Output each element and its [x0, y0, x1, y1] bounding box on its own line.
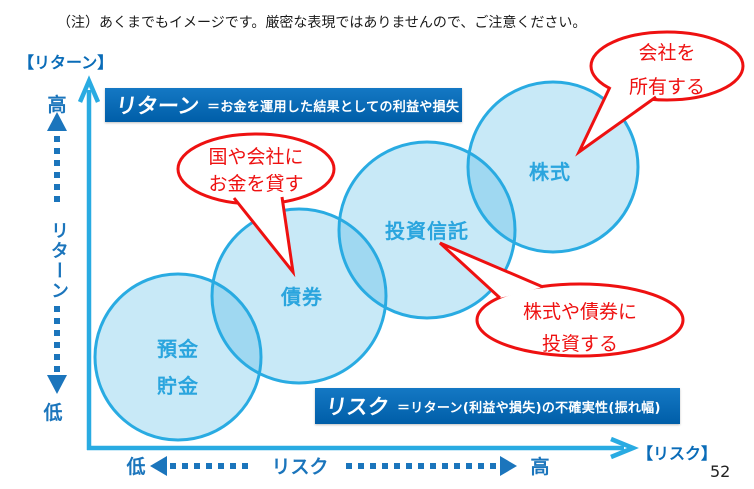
callout-fund-line2: 投資する [541, 333, 618, 355]
product-label-stock: 株式 [529, 160, 571, 184]
product-label-deposit: 預金 貯金 [128, 331, 228, 405]
x-axis-high-label: 高 [530, 456, 550, 478]
callout-fund-balloon [475, 282, 685, 358]
callout-balloons [176, 30, 745, 358]
callout-stock-tail [575, 86, 657, 157]
risk-definition-box: リスク ＝リターン(利益や損失)の不確実性(振れ幅) [315, 388, 680, 424]
down-arrow-icon [47, 375, 67, 394]
callout-bond-line2: お金を貸す [208, 173, 304, 195]
return-definition-box: リターン ＝お金を運用した結果としての利益や損失 [105, 88, 462, 122]
up-arrow-icon [47, 112, 67, 131]
x-axis-title: 【リスク】 [637, 444, 718, 463]
y-axis-word: リターン [48, 220, 69, 301]
callout-stock-text: 会社を 所有する [594, 36, 740, 104]
risk-term: リスク [324, 395, 391, 419]
dotted-arrows [47, 112, 517, 476]
product-label-deposit-line1: 預金 [157, 337, 199, 361]
callout-bond-tail [232, 196, 296, 278]
callout-stock-line1: 会社を [638, 42, 696, 64]
callout-stock-balloon [589, 30, 745, 102]
callout-bond-line1: 国や会社に [208, 146, 304, 168]
x-axis-arrowhead-icon [610, 436, 639, 460]
return-term: リターン [114, 94, 201, 118]
left-arrow-icon [150, 456, 167, 476]
x-axis-low-label: 低 [126, 456, 146, 478]
disclaimer-note: （注）あくまでもイメージです。厳密な表現ではありませんので、ご注意ください。 [57, 15, 587, 31]
y-axis-arrowhead-icon [77, 75, 101, 103]
callout-fund-text: 株式や債券に 投資する [478, 296, 682, 360]
right-arrow-icon [500, 456, 517, 476]
product-label-fund: 投資信託 [385, 219, 469, 243]
risk-definition-text: ＝リターン(利益や損失)の不確実性(振れ幅) [397, 400, 661, 416]
axes [77, 75, 639, 460]
y-axis-low-label: 低 [43, 402, 63, 424]
circle-deposit [93, 272, 263, 442]
callout-stock-line2: 所有する [628, 76, 705, 98]
x-axis-word: リスク [271, 456, 329, 478]
page-number: 52 [710, 462, 731, 481]
y-axis-high-label: 高 [47, 94, 67, 116]
callout-bond-text: 国や会社に お金を貸す [182, 144, 330, 198]
callout-fund-tail [438, 241, 544, 300]
y-axis-title: 【リターン】 [18, 53, 114, 72]
product-label-bond: 債券 [281, 285, 323, 309]
callout-fund-line1: 株式や債券に [522, 301, 637, 323]
return-definition-text: ＝お金を運用した結果としての利益や損失 [206, 99, 460, 115]
product-label-deposit-line2: 貯金 [157, 374, 199, 398]
